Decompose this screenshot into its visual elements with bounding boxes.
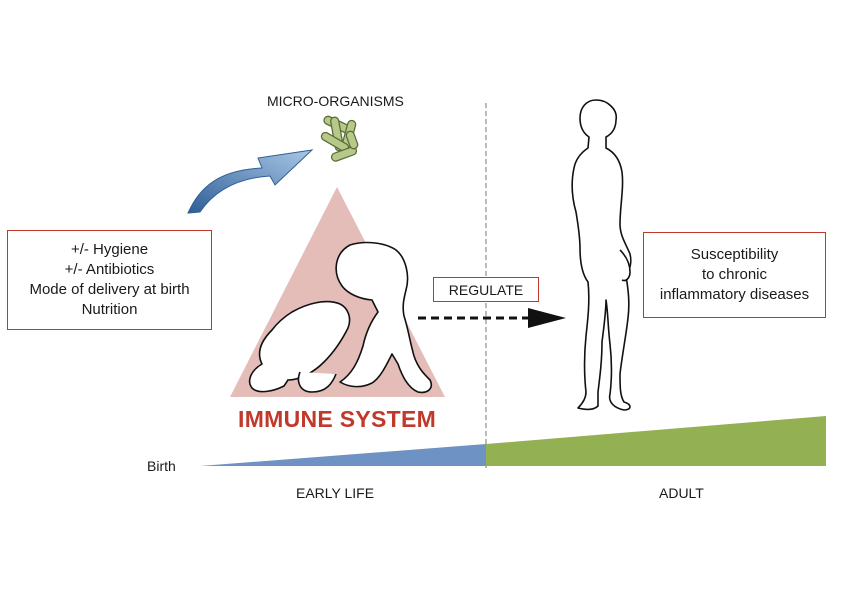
factor-antibiotics: +/- Antibiotics [64, 261, 155, 278]
susceptibility-line-1: Susceptibility [690, 246, 779, 263]
factors-box: +/- Hygiene +/- Antibiotics Mode of deli… [7, 230, 212, 330]
adult-label: ADULT [659, 485, 704, 501]
factor-delivery-mode: Mode of delivery at birth [29, 281, 190, 298]
adult-wedge [486, 416, 826, 466]
regulate-arrowhead-icon [528, 308, 566, 328]
adult-icon [571, 99, 632, 411]
regulate-box: REGULATE [433, 277, 539, 302]
early-life-wedge [200, 444, 486, 466]
early-life-label: EARLY LIFE [296, 485, 375, 501]
baby-icon [248, 241, 433, 394]
birth-label: Birth [147, 458, 176, 474]
susceptibility-box: Susceptibility to chronic inflammatory d… [643, 232, 826, 318]
curved-arrow-icon [187, 149, 314, 214]
micro-organisms-label: MICRO-ORGANISMS [267, 93, 404, 109]
factor-hygiene: +/- Hygiene [70, 241, 149, 258]
immune-system-title: IMMUNE SYSTEM [238, 406, 437, 432]
factor-nutrition: Nutrition [81, 301, 138, 318]
susceptibility-line-3: inflammatory diseases [659, 286, 810, 303]
susceptibility-line-2: to chronic [701, 266, 768, 283]
regulate-label: REGULATE [448, 281, 524, 298]
microbes-icon [320, 115, 359, 162]
